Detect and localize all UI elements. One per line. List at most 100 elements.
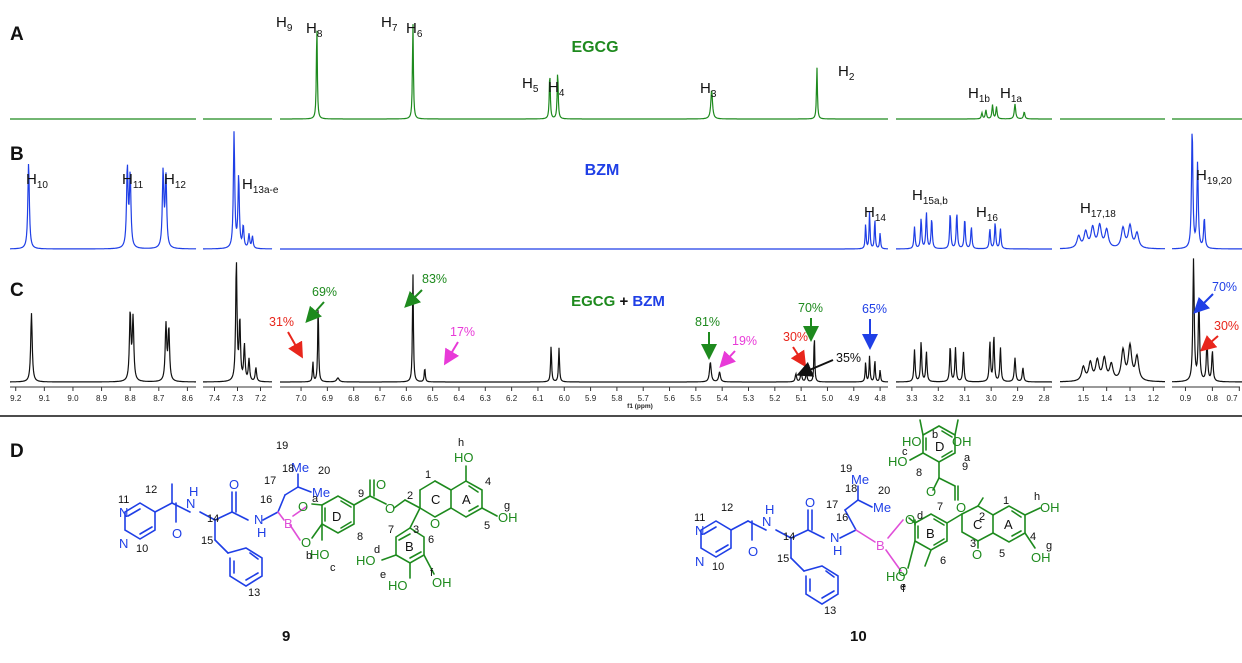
- axis-tick-label: 8.7: [153, 394, 165, 403]
- axis-tick-label: 5.1: [796, 394, 808, 403]
- panel-label-d: D: [10, 441, 24, 462]
- axis-label: f1 (ppm): [627, 403, 653, 410]
- axis-tick-label: 6.9: [322, 394, 334, 403]
- label-h6: H6: [406, 20, 423, 40]
- s9-Me1: Me: [291, 460, 309, 475]
- s9-num-15: 15: [201, 535, 213, 547]
- bzm-spectrum-title: BZM: [585, 162, 620, 179]
- axis-tick-label: 2.9: [1012, 394, 1024, 403]
- s10-Od: O: [905, 512, 915, 527]
- s9-N2: N: [119, 536, 128, 551]
- pct-69: 69%: [312, 285, 337, 299]
- pct-31: 31%: [269, 315, 294, 329]
- s10-NH1-N: N: [762, 514, 771, 529]
- axis-tick-label: 6.3: [480, 394, 492, 403]
- axis-tick-label: 0.9: [1180, 394, 1192, 403]
- s9-num-5: 5: [484, 520, 490, 532]
- s10-HO-b: HO: [902, 434, 922, 449]
- arrow-70-right: [1193, 293, 1214, 314]
- axis-tick-label: 5.8: [611, 394, 623, 403]
- s10-letter-d: d: [917, 510, 923, 522]
- axis-tick-label: 9.1: [39, 394, 51, 403]
- mix-title-plus: +: [615, 293, 632, 310]
- arrow-35: [796, 359, 834, 377]
- s9-NH1-H: H: [189, 484, 198, 499]
- pct-65: 65%: [862, 302, 887, 316]
- s10-num-18: 18: [845, 483, 857, 495]
- s9-HO-d: HO: [356, 553, 376, 568]
- s9-ring-d: D: [332, 509, 341, 524]
- pct-17: 17%: [450, 325, 475, 339]
- label-h9: H9: [276, 14, 293, 34]
- trace-c-seg4: [1060, 341, 1165, 383]
- s9-num-2: 2: [407, 490, 413, 502]
- label-h15ab: H15a,b: [912, 187, 948, 207]
- s9-num-18: 18: [282, 463, 294, 475]
- s10-HO-c: HO: [888, 454, 908, 469]
- s9-bzm-bonds: [124, 473, 312, 587]
- panel-label-b: B: [10, 144, 24, 165]
- axis-tick-label: 7.2: [255, 394, 267, 403]
- axis-tick-label: 4.8: [875, 394, 887, 403]
- trace-a-seg3: [896, 103, 1052, 120]
- s9-egcg-bonds: [311, 465, 498, 579]
- s10-Oe: O: [898, 564, 908, 579]
- label-h5: H5: [522, 75, 539, 95]
- s9-num-11: 11: [118, 494, 129, 506]
- s9-NH1-N: N: [186, 496, 195, 511]
- s9-num-20: 20: [318, 465, 330, 477]
- s10-letter-g: g: [1046, 540, 1052, 552]
- s9-Ob: O: [301, 535, 311, 550]
- s10-NH2-H: H: [833, 543, 842, 558]
- s10-O-est2: O: [926, 484, 936, 499]
- label-h14: H14: [864, 204, 886, 224]
- label-h16: H16: [976, 204, 998, 224]
- axis-tick-label: 1.3: [1124, 394, 1136, 403]
- s10-bzm-bonds: [700, 485, 873, 605]
- s10-Me2: Me: [873, 500, 891, 515]
- axis-tick-label: 5.5: [690, 394, 702, 403]
- s10-num-20: 20: [878, 485, 890, 497]
- s10-NH1-H: H: [765, 502, 774, 517]
- axis-tick-label: 5.2: [769, 394, 781, 403]
- axis-tick-label: 6.5: [427, 394, 439, 403]
- trace-b-seg2: [280, 211, 888, 250]
- axis-tick-label: 2.8: [1039, 394, 1051, 403]
- s9-letter-f: f: [430, 567, 434, 579]
- axis-tick-label: 6.4: [453, 394, 465, 403]
- s10-O-C: O: [972, 547, 982, 562]
- s9-num-4: 4: [485, 476, 491, 488]
- label-h13a-e: H13a-e: [242, 176, 279, 196]
- s9-letter-h: h: [458, 437, 464, 449]
- s10-O2: O: [805, 495, 815, 510]
- s10-num-10: 10: [712, 561, 724, 573]
- s9-num-13: 13: [248, 587, 260, 599]
- s10-N2: N: [695, 554, 704, 569]
- axis-tick-label: 7.0: [295, 394, 307, 403]
- s10-num-16: 16: [836, 512, 848, 524]
- trace-c-seg1: [203, 262, 272, 383]
- axis-tick-label: 3.3: [906, 394, 918, 403]
- s10-num-17: 17: [826, 499, 838, 511]
- axis-tick-label: 8.6: [182, 394, 194, 403]
- panel-label-a: A: [10, 24, 24, 45]
- s9-num-8: 8: [357, 531, 363, 543]
- s9-ring-c: C: [431, 492, 440, 507]
- arrow-19: [719, 350, 737, 368]
- s10-letter-b: b: [932, 429, 938, 441]
- axis-tick-label: 5.7: [638, 394, 650, 403]
- axis-tick-label: 0.8: [1207, 394, 1219, 403]
- s10-letter-f: f: [902, 583, 906, 595]
- s10-B: B: [876, 538, 885, 553]
- egcg-peak-labels: H9 H8 H7 H6 H5 H4 H3 H2 H1b H1a: [276, 14, 1022, 105]
- s10-num-12: 12: [721, 502, 733, 514]
- s9-letter-c: c: [330, 562, 336, 574]
- s9-OH-f: OH: [432, 575, 452, 590]
- label-h12: H12: [164, 171, 186, 191]
- s10-num-2: 2: [979, 511, 985, 523]
- s9-letter-e: e: [380, 569, 386, 581]
- s9-num-12: 12: [145, 484, 157, 496]
- label-h7: H7: [381, 14, 398, 34]
